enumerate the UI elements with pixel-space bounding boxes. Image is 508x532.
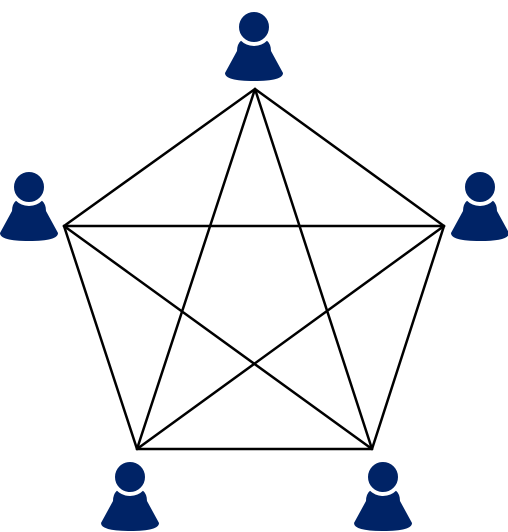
- person-head: [10, 168, 48, 206]
- person-head: [235, 8, 273, 46]
- edge-top-to-bottom-left: [135, 87, 257, 451]
- person-icon-right: [451, 168, 508, 241]
- edge-top-to-left: [62, 87, 257, 228]
- edge-bottom-left-to-left: [62, 224, 139, 451]
- person-icon-bottom-left: [101, 458, 159, 531]
- person-body: [451, 197, 508, 241]
- person-head: [111, 458, 149, 496]
- edge-bottom-right-to-left: [62, 224, 374, 451]
- edge-right-to-bottom-left: [135, 224, 446, 451]
- edge-right-to-bottom-right: [370, 224, 446, 451]
- person-icon-left: [0, 168, 58, 241]
- person-head: [461, 168, 499, 206]
- person-body: [0, 197, 58, 241]
- person-body: [225, 37, 283, 81]
- person-body: [101, 487, 159, 531]
- edge-top-to-bottom-right: [253, 87, 374, 451]
- person-icon-bottom-right: [354, 458, 412, 531]
- edges-layer: [62, 87, 446, 451]
- edge-top-to-right: [253, 87, 446, 228]
- people-layer: [0, 8, 508, 531]
- person-icon-top: [225, 8, 283, 81]
- person-head: [364, 458, 402, 496]
- person-body: [354, 487, 412, 531]
